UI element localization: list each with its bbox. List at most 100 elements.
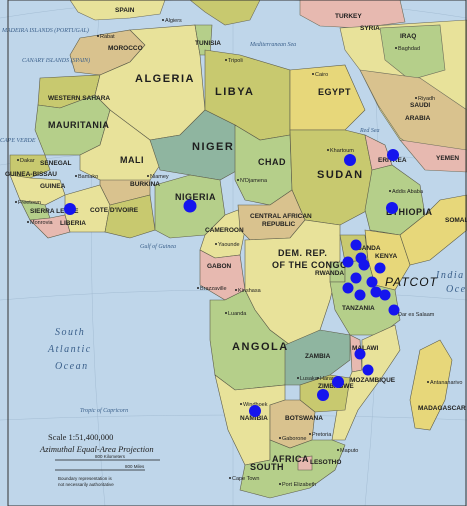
location-marker[interactable] [379,289,391,301]
location-marker[interactable] [342,256,354,268]
city-label: Gaborone [282,436,306,442]
country-label: MOZAMBIQUE [350,377,396,384]
ocean-label: Ocea [446,284,467,295]
data-markers [64,149,400,417]
ocean-labels: SouthAtlanticOceanIndiaOcea [47,270,467,372]
land-ghana-togo [104,194,156,239]
city-label: Pretoria [312,432,332,438]
country-label: NIGER [192,141,234,153]
country-label: SUDAN [317,169,364,181]
city-label: Lusaka [300,376,319,382]
land-italy-region [189,0,261,26]
projection-text: Azimuthal Equal-Area Projection [39,444,154,454]
country-label: SOMALIA [445,217,467,224]
location-marker[interactable] [370,286,382,298]
city-dot [297,377,299,379]
city-dot [317,377,319,379]
location-marker[interactable] [317,389,329,401]
city-label: Rabat [100,34,115,40]
location-marker[interactable] [388,304,400,316]
country-label: MADAGASCAR [418,405,466,412]
city-dot [427,381,429,383]
location-marker[interactable] [64,203,76,215]
location-marker[interactable] [354,289,366,301]
city-dot [225,59,227,61]
country-label: TURKEY [335,13,362,20]
location-marker[interactable] [350,272,362,284]
land-senegal [9,154,51,179]
country-label: SENEGAL [40,160,71,167]
country-label: LIBERIA [60,220,86,227]
ocean-label: India [435,270,465,281]
city-label: Antananarivo [430,380,462,386]
city-dot [225,312,227,314]
city-label: Freetown [18,200,41,206]
country-label: REPUBLIC [262,221,296,228]
city-dot [197,287,199,289]
country-label: ARABIA [405,115,431,122]
sea-label: CAPE VERDE [0,138,36,144]
country-label: OF THE CONGO [272,260,348,270]
city-label: Riyadh [418,96,435,102]
city-label: Maputo [340,448,358,454]
scale-miles: 800 Miles [125,464,145,469]
city-label: Dakar [20,158,35,164]
city-dot [279,483,281,485]
location-marker[interactable] [344,154,356,166]
land-madagascar [409,339,453,431]
land-north [69,0,467,173]
location-marker[interactable] [350,239,362,251]
city-dot [415,97,417,99]
location-marker[interactable] [332,376,344,388]
country-label: YEMEN [436,155,459,162]
country-label: TUNISIA [195,40,221,47]
city-label: Bamako [78,174,98,180]
city-label: Addis Ababa [392,189,424,195]
city-label: Brazzaville [200,286,227,292]
country-label: RWANDA [315,270,344,277]
country-label: IRAQ [400,33,416,40]
boundary-note-1: Boundary representation is [58,476,113,481]
scale-text: Scale 1:51,400,000 [48,432,113,442]
country-label: DEM. REP. [278,248,327,258]
location-marker[interactable] [386,202,398,214]
country-label: SOUTH [250,462,284,472]
sea-label: MADEIRA ISLANDS (PORTUGAL) [1,27,89,34]
country-label: UGANDA [352,245,381,252]
city-label: Harare [320,376,337,382]
city-dot [162,19,164,21]
city-label: Windhoek [243,402,268,408]
city-dot [309,433,311,435]
location-marker[interactable] [354,348,366,360]
country-label: LIBYA [215,86,255,98]
city-dot [395,47,397,49]
sea-label: Tropic of Capricorn [80,407,128,414]
location-marker[interactable] [358,259,370,271]
land-zambia [284,329,351,386]
land-egypt [289,64,366,131]
country-label: MALI [120,155,144,165]
sea-label: Gulf of Guinea [140,243,176,250]
city-label: Port Elizabeth [282,482,316,488]
country-label: MAURITANIA [48,120,109,130]
land-south-africa [239,439,346,499]
city-label: N'Djamena [240,178,268,184]
location-marker[interactable] [374,262,386,274]
country-label: GUINEA-BISSAU [5,171,57,178]
location-marker[interactable] [183,199,197,213]
country-label: NIGERIA [175,192,216,202]
country-label: GUINEA [40,183,66,190]
scale-box: Scale 1:51,400,000 Azimuthal Equal-Area … [39,432,160,487]
country-label: SAUDI [410,102,430,109]
location-marker[interactable] [249,405,261,417]
location-marker[interactable] [362,364,374,376]
ocean-label: Atlantic [47,344,92,355]
location-marker[interactable] [366,276,378,288]
location-marker[interactable] [342,282,354,294]
location-marker[interactable] [387,149,399,161]
city-dot [327,149,329,151]
city-label: Monrovia [30,220,54,226]
city-label: Kinshasa [238,288,262,294]
